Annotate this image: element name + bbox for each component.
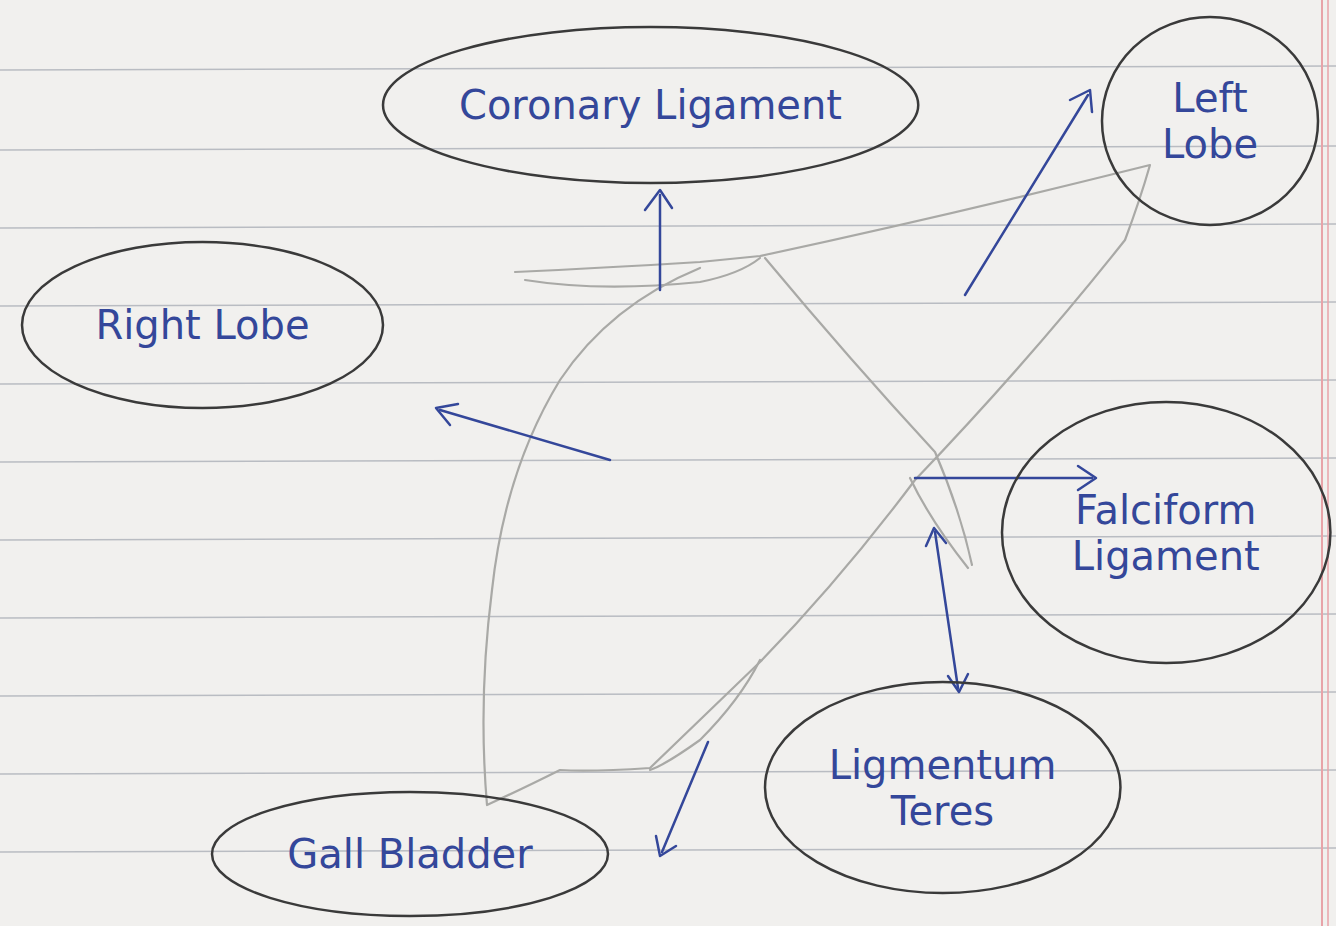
label-ellipse: Ligmentum Teres — [763, 680, 1122, 895]
label-ellipse: Gall Bladder — [210, 790, 610, 918]
label-ellipse: Coronary Ligament — [381, 25, 920, 185]
label-text: Coronary Ligament — [459, 82, 842, 128]
label-text: Falciform Ligament — [1051, 487, 1281, 579]
label-ellipse: Left Lobe — [1100, 15, 1320, 227]
label-ellipse: Right Lobe — [20, 240, 385, 410]
label-text: Right Lobe — [95, 302, 309, 348]
liver-illustration — [483, 165, 1150, 805]
label-text: Gall Bladder — [287, 831, 532, 877]
leader-arrows — [436, 90, 1096, 856]
margin-line — [1327, 0, 1329, 926]
margin-line — [1321, 0, 1323, 926]
label-text: Left Lobe — [1145, 75, 1275, 167]
label-text: Ligmentum Teres — [817, 742, 1067, 834]
label-ellipse: Falciform Ligament — [1000, 400, 1332, 665]
